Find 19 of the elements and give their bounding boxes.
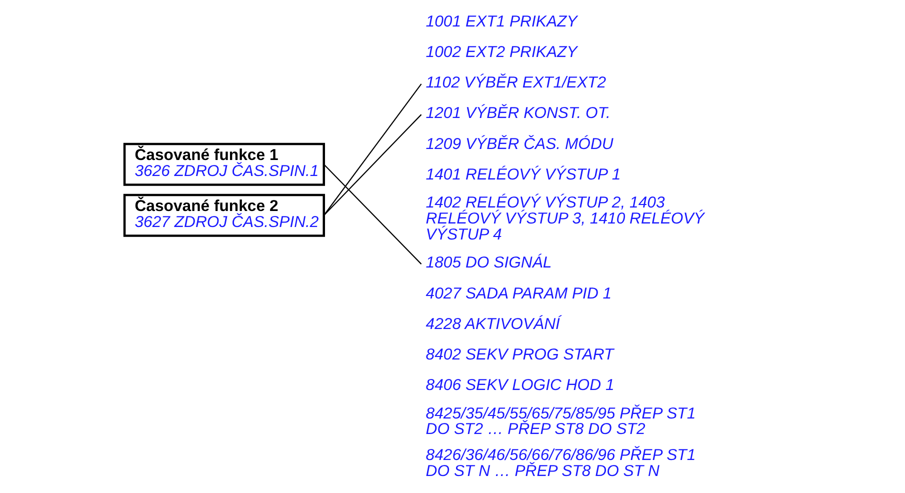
node-text: 1805 DO SIGNÁL bbox=[425, 254, 552, 272]
connector bbox=[322, 114, 422, 216]
label: 1002 EXT2 PRIKAZY bbox=[425, 44, 577, 62]
node-box: Časované funkce 2 3627 ZDROJ ČAS.SPIN.2 bbox=[122, 194, 325, 237]
connector bbox=[322, 164, 422, 264]
label: 1209 VÝBĚR ČAS. MÓDU bbox=[425, 136, 613, 153]
node-text: 1201 VÝBĚR KONST. OT. bbox=[425, 105, 610, 122]
label: 4228 AKTIVOVÁNÍ bbox=[425, 316, 560, 333]
node-text: 1102 VÝBĚR EXT1/EXT2 bbox=[425, 74, 606, 92]
label: 8406 SEKV LOGIC HOD 1 bbox=[425, 377, 614, 394]
connector bbox=[322, 84, 422, 216]
label: 1001 EXT1 PRIKAZY bbox=[425, 13, 577, 30]
label: 1401 RELÉOVÝ VÝSTUP 1 bbox=[425, 166, 620, 184]
node-box: Časované funkce 1 3626 ZDROJ ČAS.SPIN.1 bbox=[122, 142, 325, 186]
label: 8425/35/45/55/65/75/85/95 PŘEP ST1 DO ST2 … PŘEP ST8 DO ST2 bbox=[425, 405, 696, 438]
label: 8426/36/46/56/66/76/86/96 PŘEP ST1 DO ST N … PŘEP ST8 DO ST N bbox=[425, 447, 696, 480]
label: 1402 RELÉOVÝ VÝSTUP 2, 1403 RELÉOVÝ VÝSTUP 3, 1410 RELÉOVÝ VÝSTUP 4 bbox=[425, 194, 704, 244]
label: 8402 SEKV PROG START bbox=[425, 346, 614, 364]
label: 4027 SADA PARAM PID 1 bbox=[425, 285, 612, 302]
